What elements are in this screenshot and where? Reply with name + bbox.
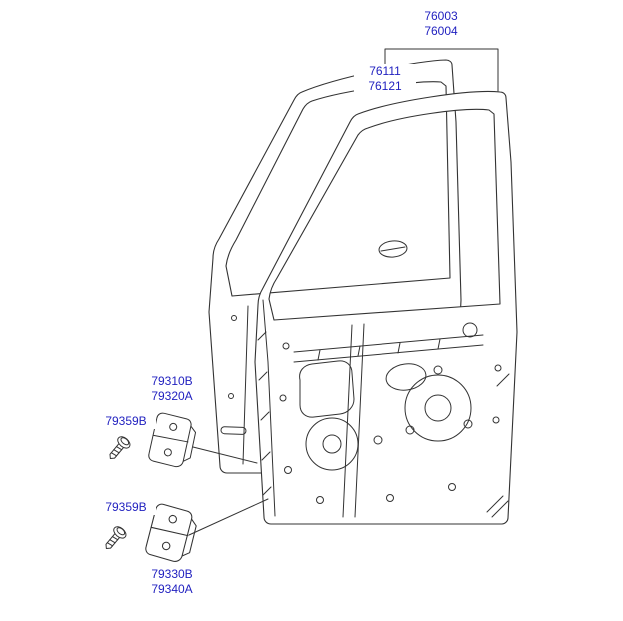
part-label-door-panel-assembly[interactable]: 76003 76004 bbox=[405, 9, 477, 39]
part-label-door-outer-panel[interactable]: 76111 76121 bbox=[354, 64, 416, 94]
part-number[interactable]: 79320A bbox=[151, 389, 193, 403]
part-label-bolt-upper[interactable]: 79359B bbox=[96, 414, 156, 429]
mounting-bolt-lower-drawing bbox=[100, 523, 129, 554]
part-number[interactable]: 76121 bbox=[368, 79, 402, 93]
mounting-bolt-upper-drawing bbox=[104, 433, 133, 464]
part-number[interactable]: 76111 bbox=[369, 64, 401, 78]
part-number[interactable]: 76003 bbox=[424, 9, 458, 23]
hinge-leader-lines bbox=[188, 446, 269, 536]
part-number[interactable]: 79310B bbox=[151, 374, 193, 388]
part-number[interactable]: 79340A bbox=[151, 582, 193, 596]
door-inner-panel-drawing bbox=[254, 91, 518, 525]
part-number[interactable]: 79359B bbox=[105, 500, 147, 514]
part-number[interactable]: 79359B bbox=[105, 414, 147, 428]
part-label-bolt-lower[interactable]: 79359B bbox=[96, 500, 156, 515]
part-label-hinge-lower[interactable]: 79330B 79340A bbox=[138, 567, 206, 597]
part-label-hinge-upper[interactable]: 79310B 79320A bbox=[138, 374, 206, 404]
part-number[interactable]: 76004 bbox=[424, 24, 458, 38]
part-number[interactable]: 79330B bbox=[151, 567, 193, 581]
